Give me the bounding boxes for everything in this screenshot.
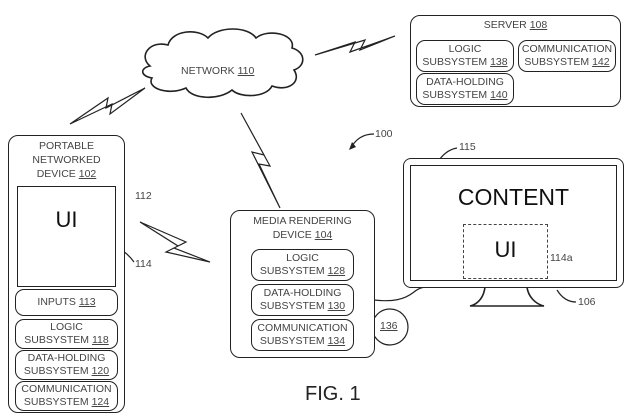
component-line2: SUBSYSTEM 120 bbox=[23, 365, 110, 377]
subsystem-line1: COMMUNICATION bbox=[521, 43, 613, 55]
subsystem-line1: LOGIC bbox=[286, 252, 319, 264]
portable-ui-label: UI bbox=[55, 207, 78, 232]
portable-communication-subsystem: COMMUNICATION SUBSYSTEM 124 bbox=[15, 381, 118, 411]
leader-106 bbox=[556, 289, 577, 303]
subsystem-line2: SUBSYSTEM 134 bbox=[259, 335, 346, 347]
component-line2: SUBSYSTEM 124 bbox=[23, 396, 110, 408]
subsystem-line2: SUBSYSTEM 128 bbox=[259, 265, 346, 277]
display-device: CONTENT UI bbox=[403, 158, 624, 288]
display-ref-106: 106 bbox=[578, 296, 596, 308]
media-device-box: MEDIA RENDERING DEVICE 104 LOGIC SUBSYST… bbox=[230, 210, 375, 358]
title-line2: DEVICE 104 bbox=[272, 229, 333, 241]
title-line1: PORTABLE bbox=[38, 140, 95, 152]
title-line3: DEVICE 102 bbox=[36, 168, 97, 180]
title-line2: NETWORKED bbox=[32, 154, 101, 166]
wireless-link-network-portable bbox=[69, 87, 146, 125]
display-screen: CONTENT UI bbox=[410, 165, 617, 281]
server-title: SERVER 108 bbox=[411, 18, 620, 32]
portable-data-holding-subsystem: DATA-HOLDING SUBSYSTEM 120 bbox=[15, 350, 118, 380]
portable-inputs: INPUTS 113 bbox=[15, 289, 118, 316]
media-communication-subsystem: COMMUNICATION SUBSYSTEM 134 bbox=[251, 319, 354, 351]
server-name: SERVER bbox=[483, 19, 527, 31]
network-label: NETWORK 110 bbox=[181, 65, 254, 77]
portable-device-title: PORTABLE NETWORKED DEVICE 102 bbox=[9, 139, 124, 181]
server-logic-subsystem: LOGIC SUBSYSTEM 138 bbox=[416, 40, 514, 72]
component-line1: DATA-HOLDING bbox=[27, 352, 106, 364]
system-ref-label: 100 bbox=[375, 128, 393, 140]
portable-device-box: PORTABLE NETWORKED DEVICE 102 UI INPUTS … bbox=[8, 135, 125, 413]
ui-ref-114: 114 bbox=[135, 258, 152, 270]
server-communication-subsystem: COMMUNICATION SUBSYSTEM 142 bbox=[518, 40, 616, 72]
server-data-holding-subsystem: DATA-HOLDING SUBSYSTEM 140 bbox=[416, 73, 514, 105]
screen-ref-115: 115 bbox=[459, 141, 476, 153]
portable-screen: UI bbox=[17, 186, 116, 287]
display-ui-overlay: UI bbox=[463, 224, 548, 279]
screen-ref-112: 112 bbox=[135, 190, 152, 202]
portable-logic-subsystem: LOGIC SUBSYSTEM 118 bbox=[15, 319, 118, 349]
network-ref: 110 bbox=[237, 65, 255, 77]
component-line1: COMMUNICATION bbox=[21, 383, 112, 395]
media-device-title: MEDIA RENDERING DEVICE 104 bbox=[231, 214, 374, 242]
display-ui-label: UI bbox=[494, 237, 517, 262]
leader-100 bbox=[351, 133, 375, 147]
subsystem-line2: SUBSYSTEM 142 bbox=[524, 56, 610, 68]
subsystem-line1: LOGIC bbox=[448, 43, 482, 55]
subsystem-line2: SUBSYSTEM 140 bbox=[422, 89, 508, 101]
network-name: NETWORK bbox=[181, 65, 235, 77]
arrowhead-100 bbox=[349, 142, 356, 150]
subsystem-line2: SUBSYSTEM 130 bbox=[259, 300, 346, 312]
media-logic-subsystem: LOGIC SUBSYSTEM 128 bbox=[251, 249, 354, 281]
figure-caption: FIG. 1 bbox=[305, 383, 361, 405]
connection-ref-136: 136 bbox=[380, 320, 398, 332]
cable bbox=[373, 286, 429, 302]
server-box: SERVER 108 LOGIC SUBSYSTEM 138 COMMUNICA… bbox=[410, 15, 621, 107]
subsystem-line1: DATA-HOLDING bbox=[426, 76, 504, 88]
network-cloud bbox=[141, 28, 304, 99]
media-data-holding-subsystem: DATA-HOLDING SUBSYSTEM 130 bbox=[251, 284, 354, 316]
subsystem-line1: DATA-HOLDING bbox=[263, 287, 342, 299]
wireless-link-network-media bbox=[240, 112, 281, 209]
wireless-link-portable-media bbox=[139, 221, 211, 263]
content-label: CONTENT bbox=[457, 184, 570, 210]
ui-ref-114a: 114a bbox=[550, 252, 573, 264]
component-label: INPUTS 113 bbox=[37, 296, 96, 308]
wireless-link-network-server bbox=[314, 35, 396, 56]
title-line1: MEDIA RENDERING bbox=[253, 215, 352, 227]
subsystem-line1: COMMUNICATION bbox=[257, 322, 348, 334]
server-ref: 108 bbox=[529, 19, 548, 31]
component-line1: LOGIC bbox=[50, 321, 83, 333]
subsystem-line2: SUBSYSTEM 138 bbox=[422, 56, 508, 68]
component-line2: SUBSYSTEM 118 bbox=[24, 334, 109, 346]
monitor-stand bbox=[469, 286, 545, 307]
